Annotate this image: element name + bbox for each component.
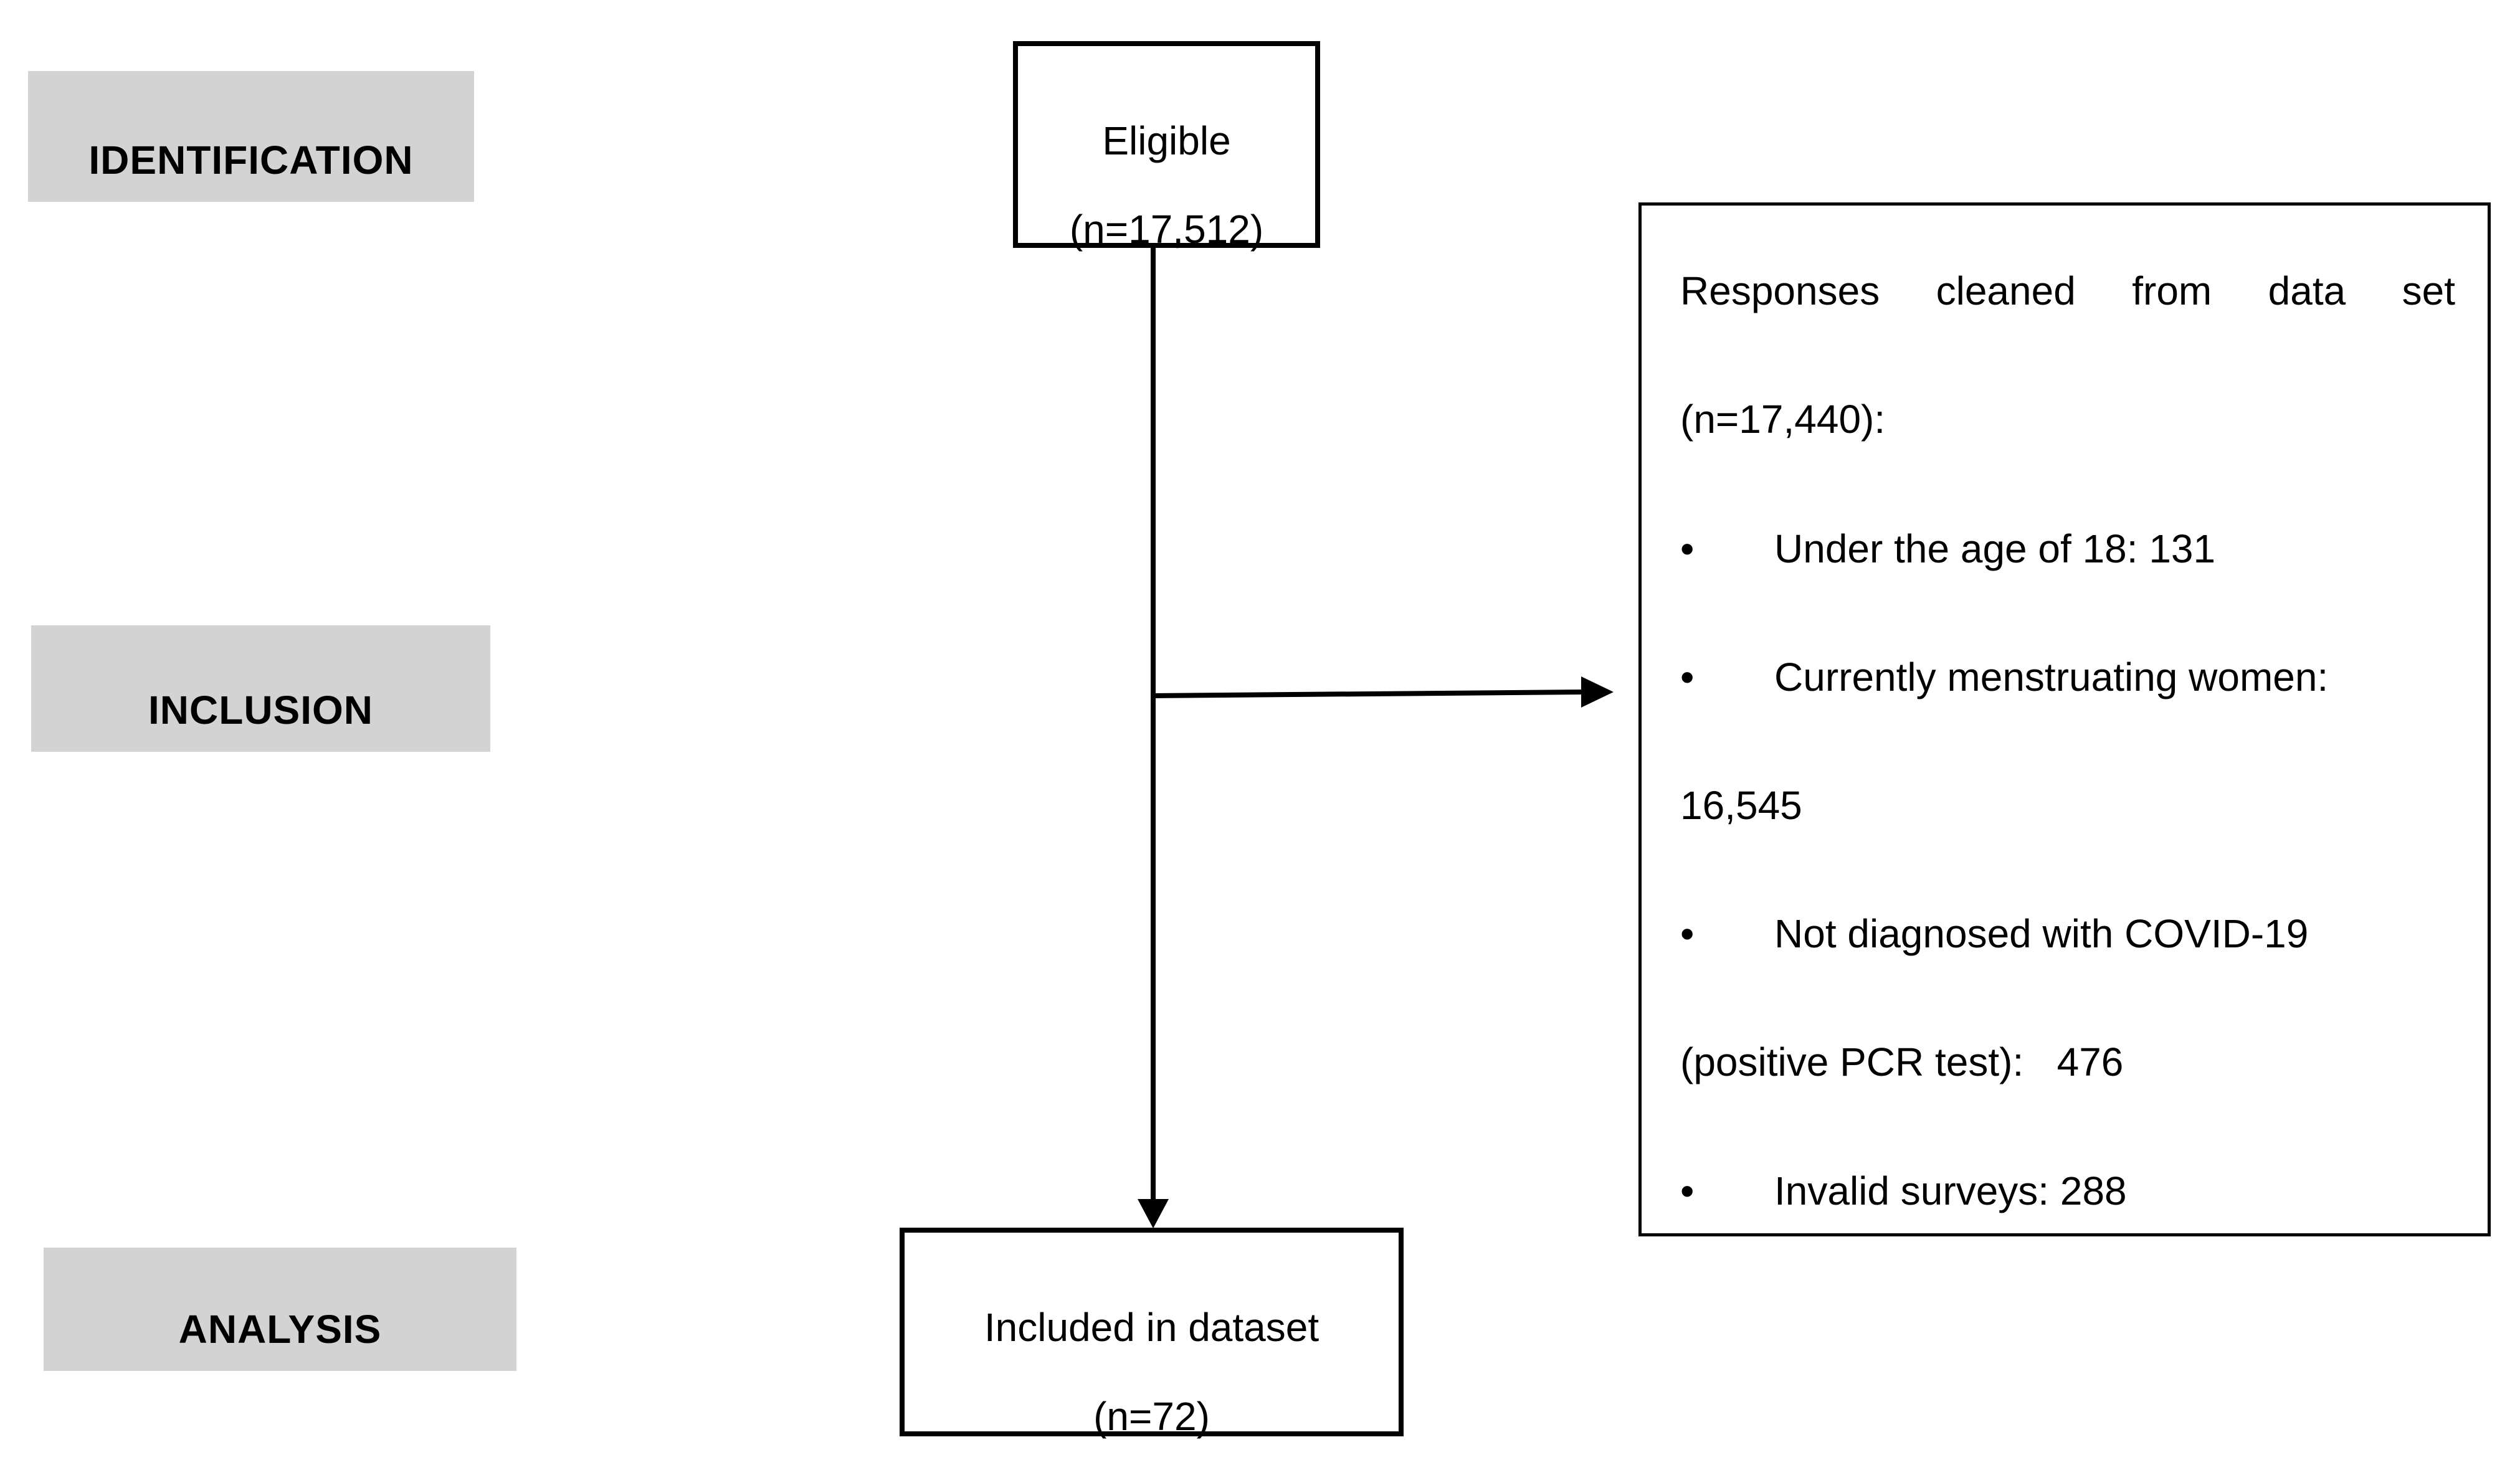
bullet-icon: •	[1680, 1168, 1695, 1213]
stage-label-analysis-text: ANALYSIS	[178, 1307, 382, 1352]
branch-flow-line	[1153, 690, 1583, 698]
down-arrowhead	[1138, 1199, 1169, 1228]
excluded-item: Currently menstruating women:	[1774, 655, 2329, 699]
bullet-icon: •	[1680, 526, 1695, 571]
excluded-heading-word: from	[2132, 268, 2212, 313]
included-box: Included in dataset (n=72)	[900, 1228, 1404, 1439]
excluded-heading-word: set	[2402, 268, 2455, 313]
excluded-heading-word: Responses	[1680, 268, 1880, 313]
excluded-item: Under the age of 18: 131	[1774, 526, 2216, 571]
included-count: (n=72)	[1093, 1394, 1210, 1439]
stage-label-analysis: ANALYSIS	[44, 1248, 516, 1371]
eligible-count: (n=17,512)	[1069, 207, 1264, 252]
excluded-box: Responses cleaned from data set (n=17,44…	[1638, 202, 2491, 1236]
bullet-icon: •	[1680, 911, 1695, 956]
excluded-heading: Responses cleaned from data set	[1680, 268, 2455, 314]
excluded-item: Not diagnosed with COVID-19	[1774, 911, 2309, 956]
excluded-item-continuation: (positive PCR test): 476	[1680, 1040, 2124, 1084]
eligible-box: Eligible (n=17,512)	[1013, 41, 1320, 252]
bullet-icon: •	[1680, 655, 1695, 699]
excluded-item: Invalid surveys: 288	[1774, 1168, 2127, 1213]
excluded-count: (n=17,440):	[1680, 397, 1886, 442]
excluded-heading-word: cleaned	[1936, 268, 2076, 313]
excluded-heading-word: data	[2268, 268, 2346, 313]
stage-label-identification: IDENTIFICATION	[28, 71, 474, 202]
included-label: Included in dataset	[984, 1305, 1319, 1350]
stage-label-identification-text: IDENTIFICATION	[88, 138, 414, 183]
eligible-label: Eligible	[1102, 118, 1231, 163]
stage-label-inclusion: INCLUSION	[31, 625, 490, 752]
excluded-item-continuation: 16,545	[1680, 783, 1802, 828]
stage-label-inclusion-text: INCLUSION	[148, 688, 373, 732]
right-arrowhead	[1581, 676, 1614, 708]
